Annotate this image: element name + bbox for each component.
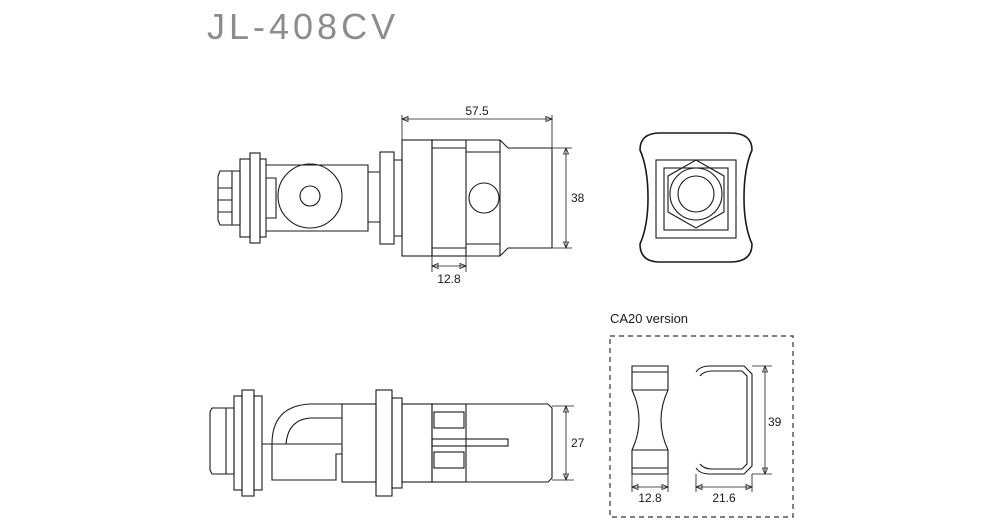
dim-top-length: 57.5 bbox=[465, 104, 489, 118]
dim-side-height: 27 bbox=[571, 436, 585, 450]
product-title: JL-408CV bbox=[207, 6, 400, 47]
dim-ca20-height: 39 bbox=[768, 415, 782, 429]
top-view: 57.5 38 12.8 bbox=[217, 104, 585, 286]
dim-ca20-width-left: 12.8 bbox=[638, 491, 662, 505]
dim-top-clamp-width: 12.8 bbox=[437, 272, 461, 286]
ca20-version-box: CA20 version 39 12.8 21.6 bbox=[609, 311, 794, 518]
side-view: 27 bbox=[209, 389, 585, 497]
dim-ca20-width-right: 21.6 bbox=[712, 491, 736, 505]
ca20-caption: CA20 version bbox=[610, 311, 688, 326]
end-view bbox=[639, 132, 753, 263]
dim-top-height: 38 bbox=[571, 191, 585, 205]
